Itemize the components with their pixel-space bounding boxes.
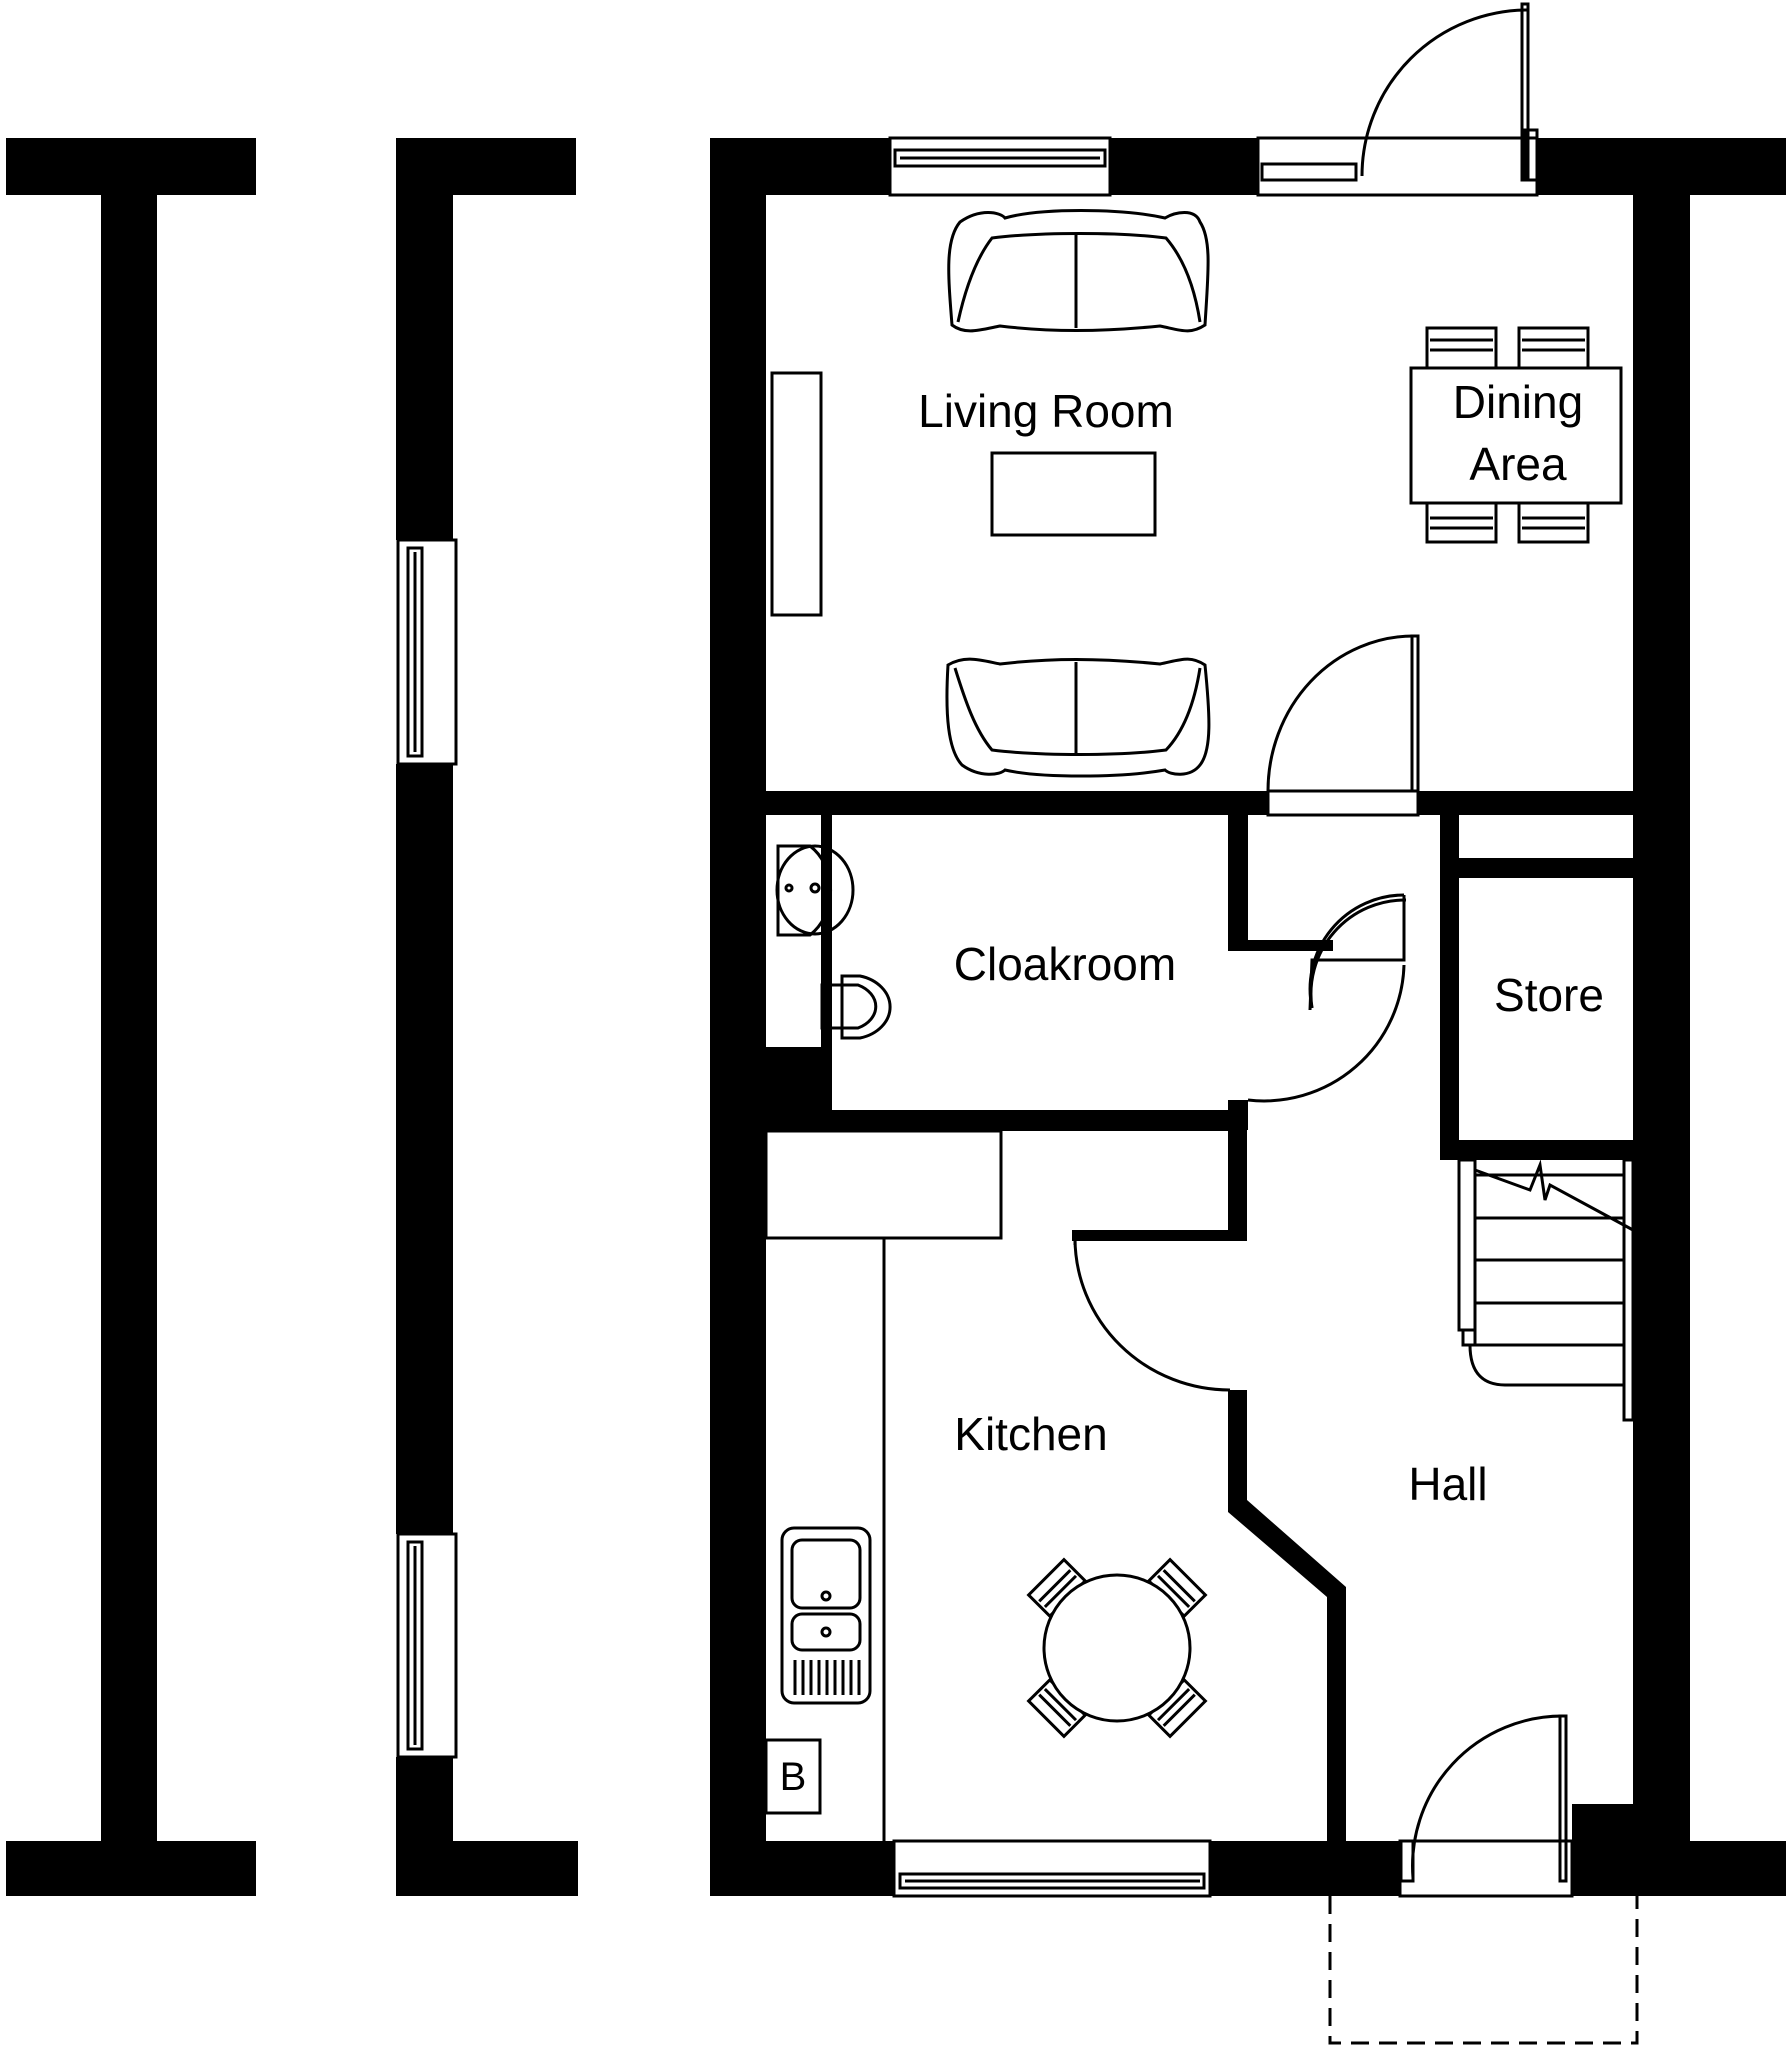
porch-canopy-outline (1328, 1896, 1639, 2045)
dining-area-label-line2: Area (1469, 438, 1567, 490)
hall-label: Hall (1408, 1458, 1487, 1510)
exterior-walls (710, 138, 1786, 1896)
side-window-upper (396, 538, 458, 766)
front-door (1398, 1714, 1574, 1898)
kitchen-worktop (764, 1129, 1003, 1841)
interior-walls (766, 791, 1633, 1841)
kitchen-label: Kitchen (954, 1408, 1107, 1460)
side-wall (396, 138, 578, 1896)
toilet (820, 974, 892, 1040)
dining-table (1409, 326, 1623, 544)
kitchen-table (1026, 1557, 1208, 1739)
basin (775, 844, 855, 937)
living-room-window (888, 136, 1112, 197)
sofa-bottom (945, 657, 1211, 778)
boiler: B (764, 1738, 822, 1815)
dining-chair (1425, 498, 1498, 544)
living-room-label: Living Room (918, 385, 1174, 437)
dining-chair (1517, 498, 1590, 544)
sink (780, 1526, 872, 1705)
coffee-table (990, 451, 1157, 537)
staircase (1457, 1158, 1635, 1422)
dining-area-label-line1: Dining (1453, 376, 1583, 428)
dining-chair (1425, 326, 1498, 370)
kitchen-window (892, 1839, 1212, 1898)
sofa-top (947, 209, 1210, 333)
boiler-label: B (780, 1755, 807, 1799)
dining-chair (1517, 326, 1590, 370)
left-neighbour-wall (6, 138, 256, 1896)
side-window-lower (396, 1532, 458, 1759)
store-label: Store (1494, 969, 1604, 1021)
living-room-door (1266, 634, 1420, 817)
cloakroom-door (1247, 893, 1407, 1103)
tv-unit (770, 371, 823, 617)
rear-door (1256, 2, 1539, 197)
cloakroom-label: Cloakroom (954, 938, 1176, 990)
kitchen-door (1073, 1230, 1231, 1392)
